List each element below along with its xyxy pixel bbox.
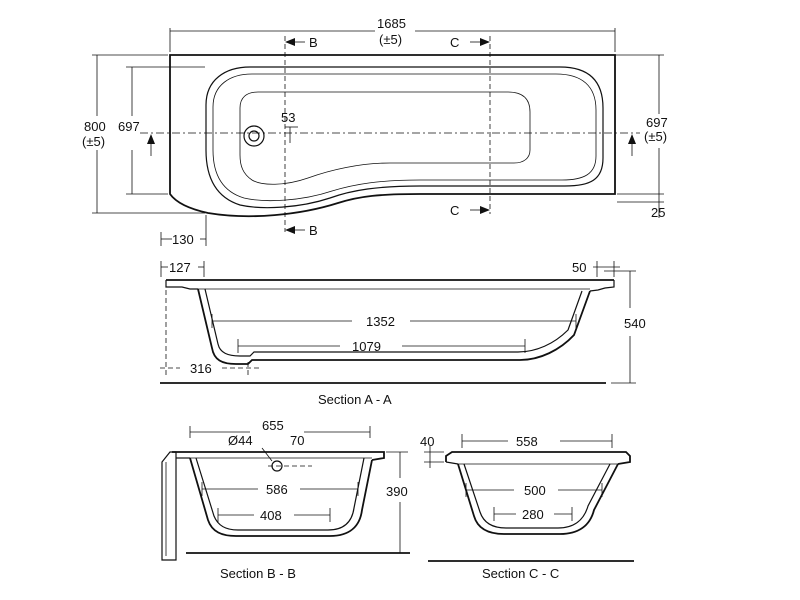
section-a-view: 127 50 1352 1079 540 316 Section A - A	[160, 260, 646, 407]
section-c-arrow-top	[480, 38, 490, 46]
dim-waste-offset: 53	[281, 110, 295, 125]
section-a-inner-shell	[204, 288, 583, 357]
dim-width-left: 800	[84, 119, 106, 134]
section-a-caption: Section A - A	[318, 392, 392, 407]
section-a-arrow-left	[147, 134, 155, 144]
section-b-arrow-bottom	[285, 226, 295, 234]
waste-outlet-inner	[248, 130, 260, 142]
dim-section-c-mid: 500	[524, 483, 546, 498]
dim-left-rim: 127	[169, 260, 191, 275]
section-c-inner-shell	[463, 463, 611, 529]
section-b-arrow-top	[285, 38, 295, 46]
section-b-inner-shell	[195, 457, 365, 531]
dim-inner-right-tol: (±5)	[644, 129, 667, 144]
section-b-side-panel	[161, 451, 177, 561]
dim-waste-off: 70	[290, 433, 304, 448]
dim-waste-diameter: Ø44	[228, 433, 253, 448]
section-b-view: 655 Ø44 70 586 408 390 Section B - B	[161, 418, 410, 581]
section-c-rim	[445, 451, 631, 465]
section-a-outer-shell	[197, 288, 591, 365]
section-c-view: 40 558 500 280 Section C - C	[420, 434, 634, 581]
dim-bottom-length: 1079	[352, 339, 381, 354]
dim-section-b-width: 655	[262, 418, 284, 433]
dim-section-b-bottom: 408	[260, 508, 282, 523]
dim-right-rim: 50	[572, 260, 586, 275]
section-a-left-flange	[165, 280, 198, 290]
dim-width-left-tol: (±5)	[82, 134, 105, 149]
plan-floor	[239, 91, 531, 185]
dim-section-c-rim: 40	[420, 434, 434, 449]
section-b-rim	[172, 451, 385, 461]
dim-section-b-depth: 390	[386, 484, 408, 499]
dim-section-b-mid: 586	[266, 482, 288, 497]
dim-waste-position: 316	[190, 361, 212, 376]
section-b-waste-leader	[261, 447, 273, 462]
dim-top-length: 1352	[366, 314, 395, 329]
section-a-arrow-right	[628, 134, 636, 144]
plan-inner-basin	[205, 66, 604, 209]
dim-inner-right: 697	[646, 115, 668, 130]
waste-outlet-outer	[243, 125, 265, 147]
section-c-arrow-bottom	[480, 206, 490, 214]
dim-overall-length: 1685	[377, 16, 406, 31]
dim-curve-offset: 130	[172, 232, 194, 247]
section-a-right-flange	[589, 280, 615, 292]
section-c-outer-shell	[457, 463, 619, 535]
plan-view: B B C C 1685 (±5) 800 (±5) 697	[82, 16, 668, 247]
dim-section-a-depth: 540	[624, 316, 646, 331]
section-c-caption: Section C - C	[482, 566, 559, 581]
section-b-label-bottom: B	[309, 223, 318, 238]
plan-inner-rim	[212, 73, 597, 201]
dim-section-c-width: 558	[516, 434, 538, 449]
section-c-label-bottom: C	[450, 203, 459, 218]
dim-inner-left: 697	[118, 119, 140, 134]
dim-overall-length-tol: (±5)	[379, 32, 402, 47]
section-b-outer-shell	[189, 457, 373, 537]
dim-section-c-bottom: 280	[522, 507, 544, 522]
dim-rim-height: 25	[651, 205, 665, 220]
section-b-caption: Section B - B	[220, 566, 296, 581]
section-c-left-flange	[445, 461, 459, 465]
section-c-label-top: C	[450, 35, 459, 50]
section-b-label-top: B	[309, 35, 318, 50]
plan-outer-outline	[169, 54, 616, 218]
